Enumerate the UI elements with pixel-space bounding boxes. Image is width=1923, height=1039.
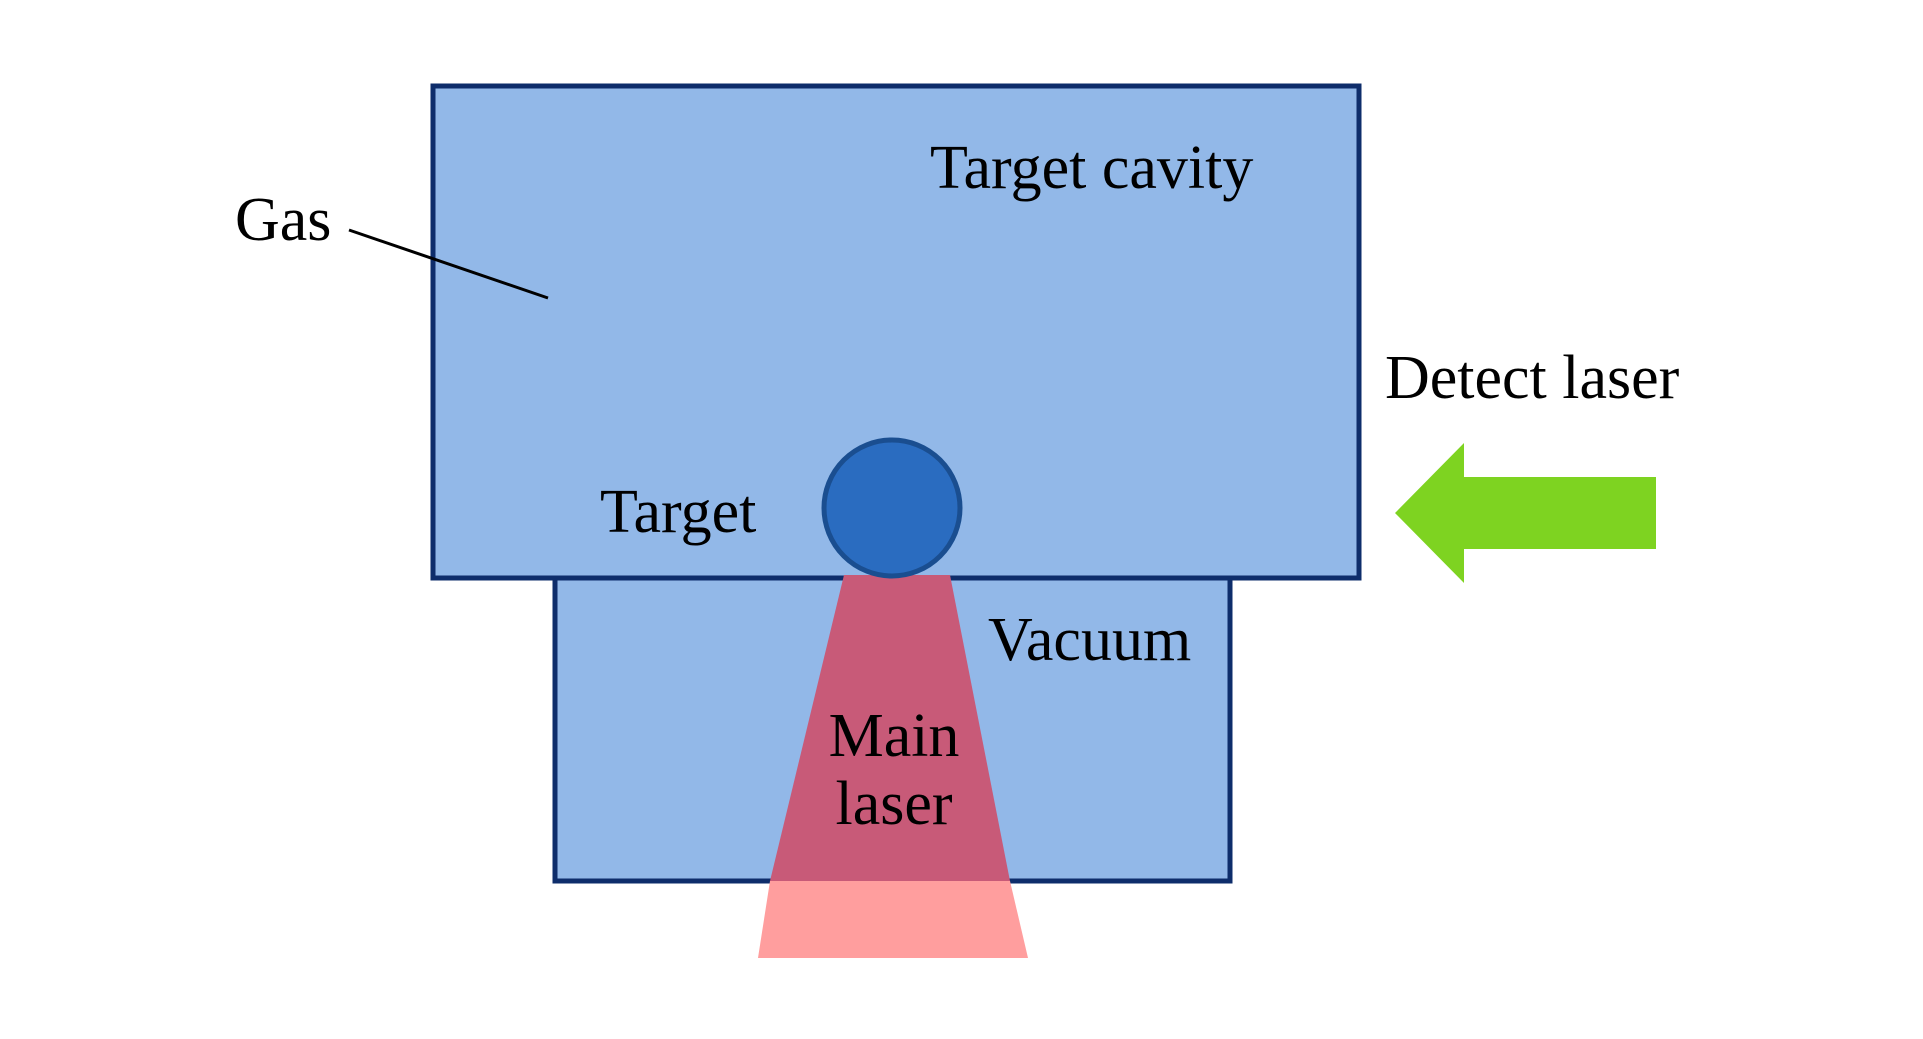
detect-laser-arrow bbox=[1395, 443, 1656, 583]
target-sphere bbox=[821, 437, 963, 579]
target-label: Target bbox=[600, 478, 756, 546]
target-cavity-label: Target cavity bbox=[930, 134, 1253, 202]
detect-laser-label: Detect laser bbox=[1385, 344, 1680, 412]
main-laser-label-line2: laser bbox=[835, 770, 952, 838]
main-laser-beam bbox=[770, 575, 1010, 881]
main-laser-beam-outside bbox=[758, 881, 1028, 958]
main-laser-label-line1: Main bbox=[829, 702, 960, 770]
gas-leader-line bbox=[348, 228, 549, 300]
gas-label: Gas bbox=[235, 186, 331, 254]
vacuum-label: Vacuum bbox=[988, 606, 1191, 674]
